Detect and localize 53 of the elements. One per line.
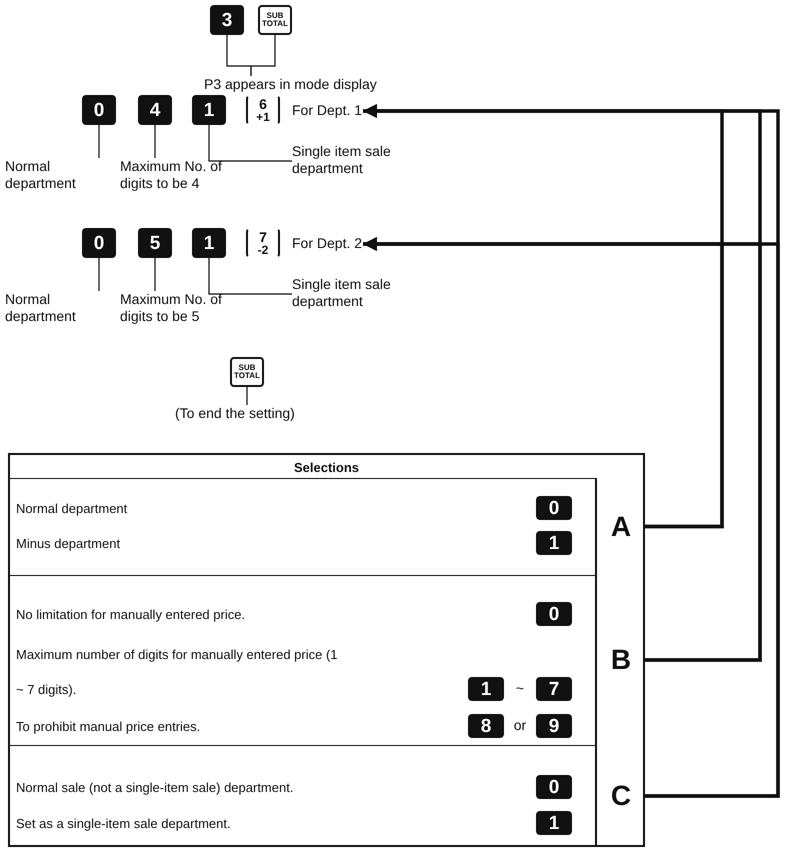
keypad-key: SUB TOTAL xyxy=(258,5,292,35)
keypad-key: 3 xyxy=(210,5,244,35)
keypad-key: 4 xyxy=(138,95,172,125)
option-text: Normal sale (not a single-item sale) department. xyxy=(16,779,294,797)
leader-line xyxy=(98,258,100,291)
keypad-key: 1 xyxy=(468,677,504,701)
arrow xyxy=(363,237,780,798)
annotation-text: For Dept. 2 xyxy=(292,235,362,253)
annotation-text: Single item sale department xyxy=(292,276,462,312)
option-text: Minus department xyxy=(16,535,122,553)
keypad-key: 0 xyxy=(536,496,572,520)
section-letter: A xyxy=(595,478,645,575)
keypad-key: SUB TOTAL xyxy=(230,357,264,387)
annotation-text: P3 appears in mode display xyxy=(204,76,444,94)
keypad-key: 5 xyxy=(138,228,172,258)
keypad-key: 1 xyxy=(536,531,572,555)
keypad-key: 8 xyxy=(468,714,504,738)
option-text: Set as a single-item sale department. xyxy=(16,815,232,833)
leader-line xyxy=(154,125,156,158)
leader-line xyxy=(246,387,248,405)
leader-line xyxy=(98,125,100,158)
selections-table xyxy=(8,453,645,847)
leader-line xyxy=(208,125,292,162)
option-text: No limitation for manually entered price. xyxy=(16,606,246,624)
keypad-key: 1 xyxy=(536,811,572,835)
option-text: Maximum number of digits for manually entered price (1 ~ 7 digits). xyxy=(16,646,338,699)
keypad-key: 0 xyxy=(536,775,572,799)
section-letter: B xyxy=(595,575,645,745)
keypad-key: 9 xyxy=(536,714,572,738)
connector-word: ~ xyxy=(514,679,526,698)
keypad-key: 0 xyxy=(536,602,572,626)
keypad-key: 0 xyxy=(82,95,116,125)
option-text: Normal department xyxy=(16,500,128,518)
keypad-key: 7 -2 xyxy=(246,228,280,258)
keypad-key: 6 +1 xyxy=(246,95,280,125)
annotation-text: Maximum No. of digits to be 4 xyxy=(120,158,240,194)
section-letter: C xyxy=(595,745,645,847)
annotation-text: Single item sale department xyxy=(292,143,462,179)
keypad-key: 7 xyxy=(536,677,572,701)
leader-line xyxy=(154,258,156,291)
keypad-key: 0 xyxy=(82,228,116,258)
annotation-text: Normal department xyxy=(5,291,105,327)
keypad-key: 1 xyxy=(192,228,226,258)
annotation-text: Maximum No. of digits to be 5 xyxy=(120,291,240,327)
leader-line xyxy=(208,258,292,295)
keypad-key: 1 xyxy=(192,95,226,125)
option-text: To prohibit manual price entries. xyxy=(16,718,202,736)
annotation-text: (To end the setting) xyxy=(175,405,345,423)
annotation-text: For Dept. 1 xyxy=(292,102,362,120)
leader-line xyxy=(250,35,276,76)
annotation-text: Normal department xyxy=(5,158,105,194)
table-header: Selections xyxy=(294,460,360,474)
connector-word: or xyxy=(512,716,528,735)
